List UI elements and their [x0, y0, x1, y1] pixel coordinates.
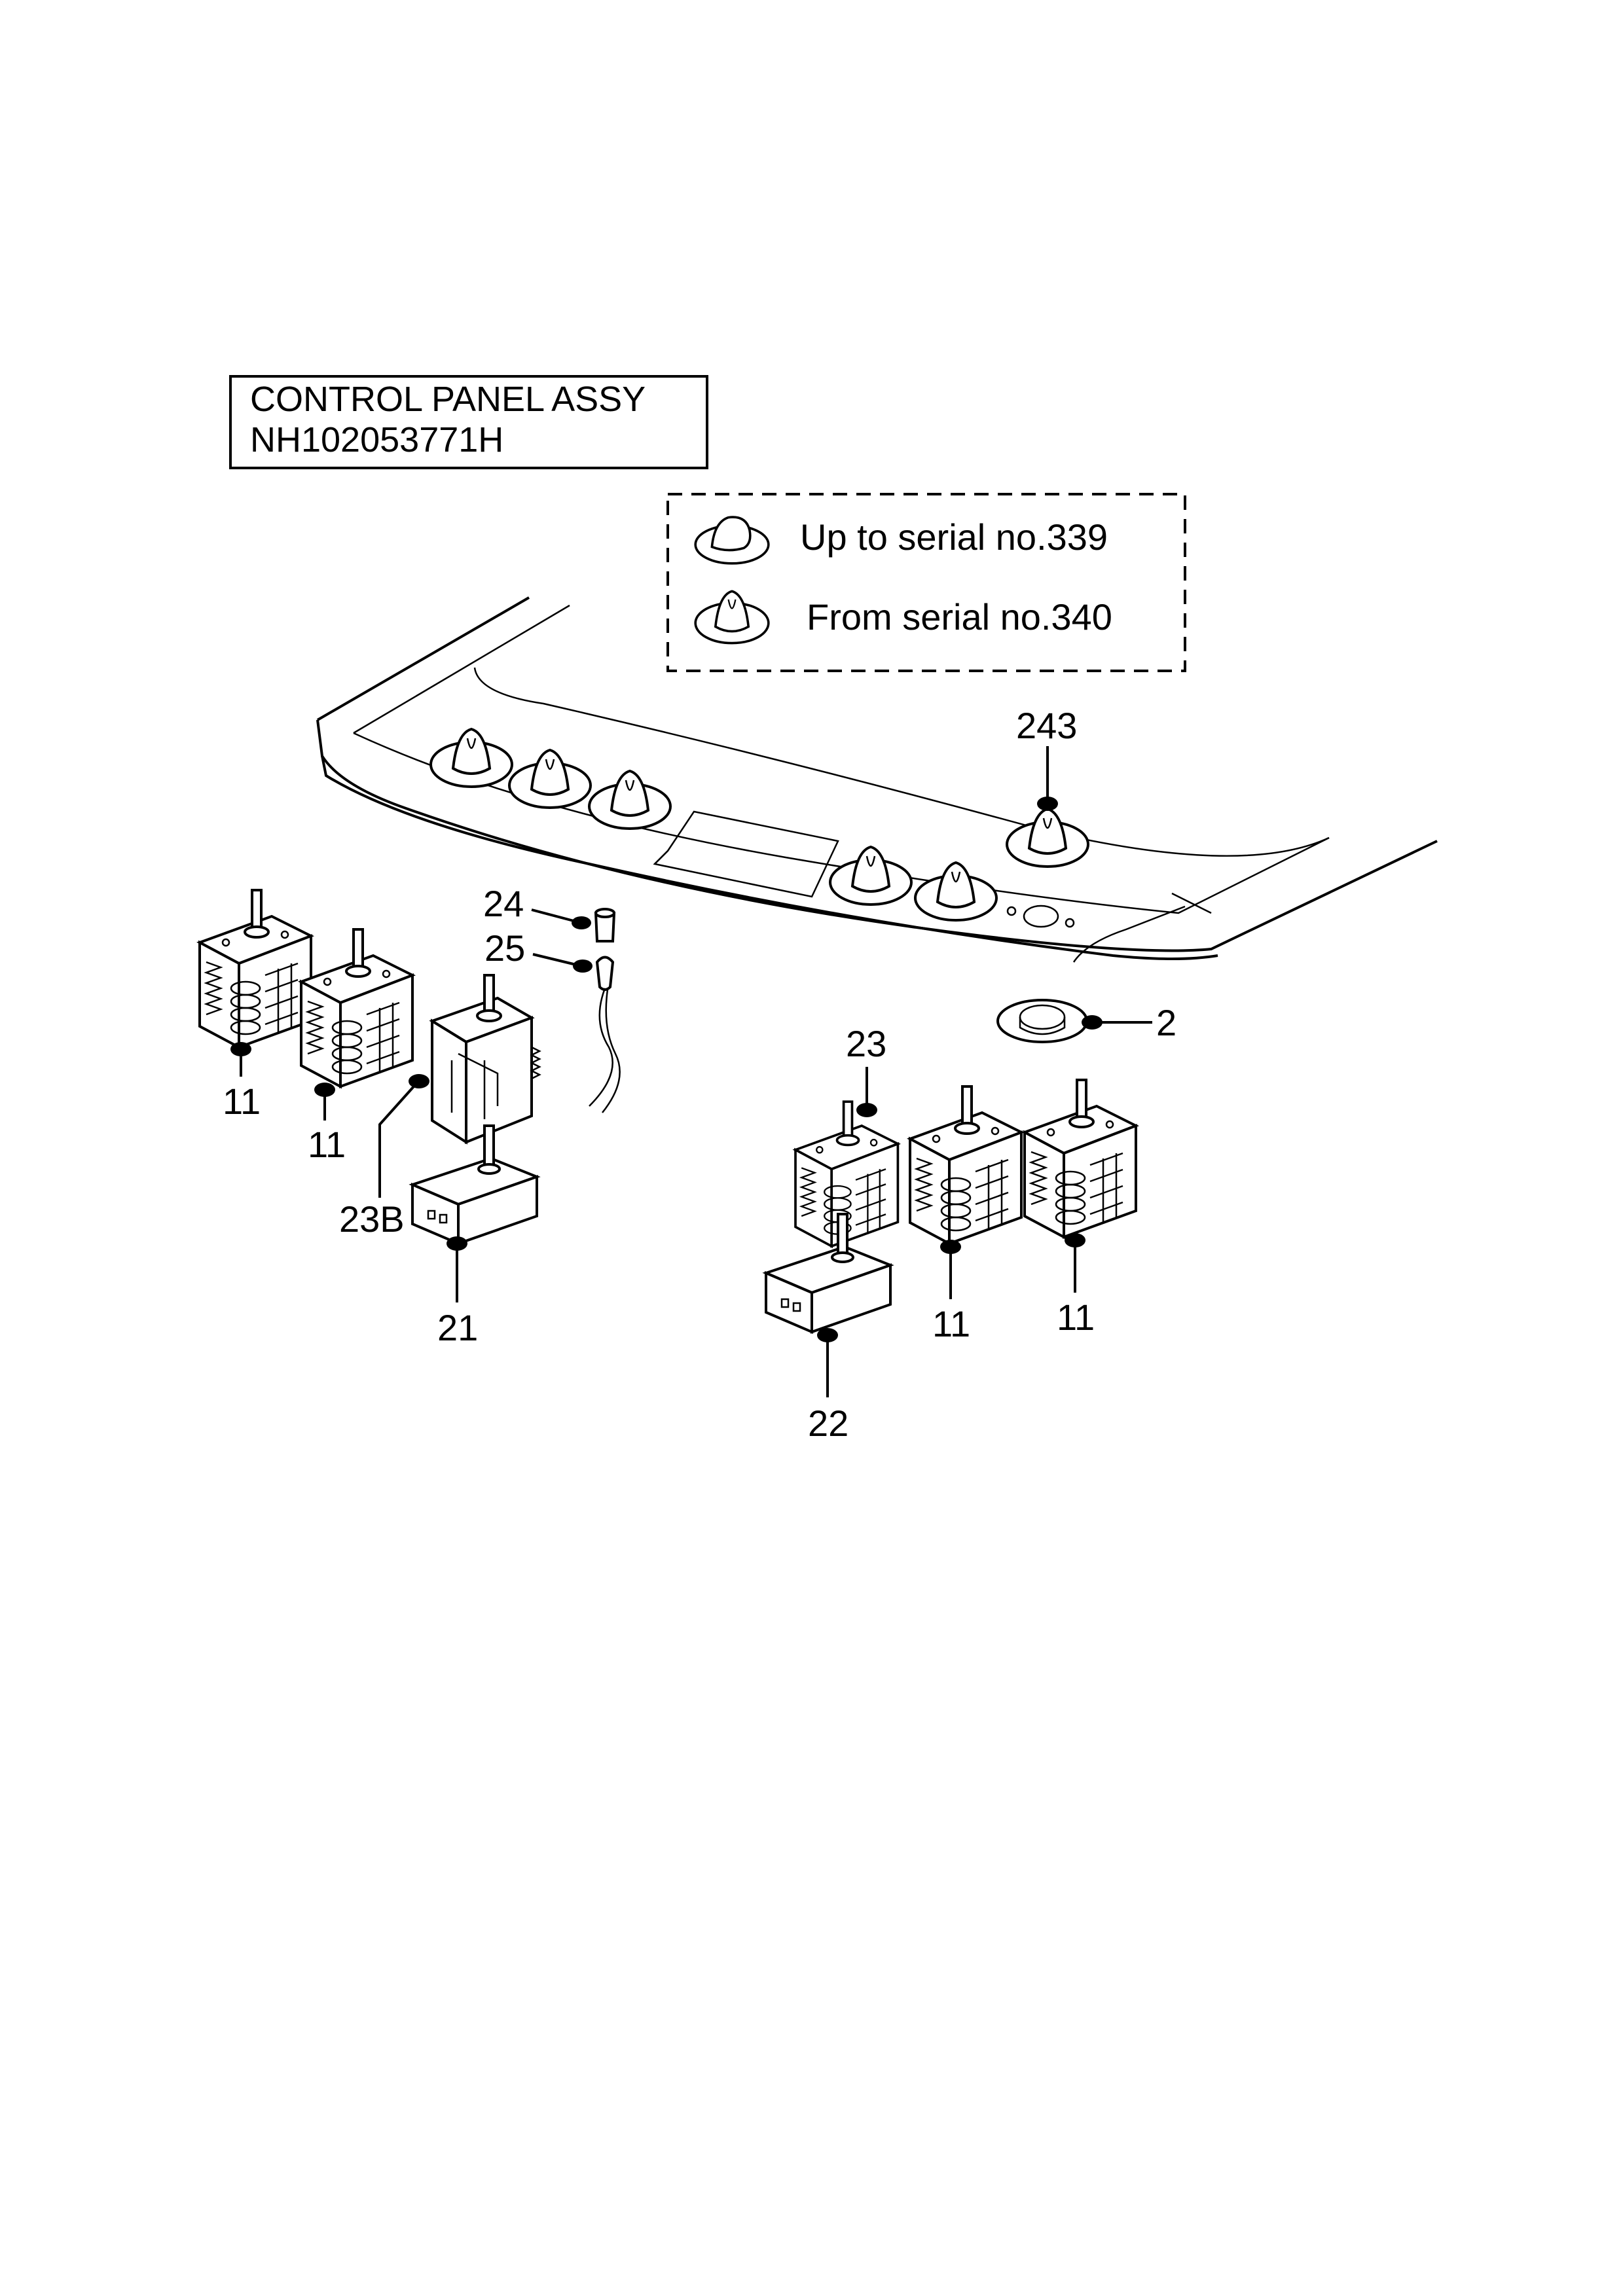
svg-text:25: 25 — [484, 927, 525, 969]
callout-11-right-b: 11 — [1057, 1233, 1095, 1338]
callout-23b: 23B — [339, 1074, 429, 1240]
callout-11-right-a: 11 — [932, 1240, 970, 1344]
part-11-left-a — [198, 889, 312, 1049]
callout-21: 21 — [437, 1236, 478, 1348]
part-25: 25 — [484, 927, 621, 1113]
svg-text:2: 2 — [1156, 1002, 1176, 1043]
svg-text:23B: 23B — [339, 1198, 405, 1240]
callout-23: 23 — [846, 1023, 886, 1117]
title-line-1: CONTROL PANEL ASSY — [250, 380, 646, 419]
legend-item-new: From serial no.340 — [807, 596, 1112, 637]
svg-text:11: 11 — [308, 1124, 346, 1165]
svg-text:23: 23 — [846, 1023, 886, 1064]
callout-243: 243 — [1016, 705, 1077, 811]
part-21-regulator — [411, 1124, 538, 1245]
svg-text:24: 24 — [483, 883, 524, 924]
knob-5 — [914, 861, 998, 922]
svg-text:21: 21 — [437, 1307, 478, 1348]
callout-11-left-a: 11 — [223, 1042, 261, 1122]
part-11-left-b — [300, 928, 414, 1088]
callout-11-left-b: 11 — [308, 1083, 346, 1165]
knob-1 — [429, 728, 513, 788]
part-11-right-b — [1023, 1079, 1137, 1238]
part-2-grommet: 2 — [996, 999, 1176, 1043]
control-panel-fascia — [316, 596, 1438, 963]
svg-text:22: 22 — [808, 1403, 848, 1444]
part-23b-thermostat — [429, 974, 541, 1145]
svg-text:11: 11 — [932, 1303, 970, 1344]
knob-2 — [508, 749, 592, 809]
knob-old-icon — [694, 516, 770, 565]
title-line-2: NH102053771H — [250, 420, 503, 459]
callout-22: 22 — [808, 1328, 848, 1444]
legend-box: Up to serial no.339 From serial no.340 — [666, 493, 1186, 672]
svg-text:243: 243 — [1016, 705, 1077, 746]
legend-item-old: Up to serial no.339 — [800, 516, 1108, 558]
knob-3 — [588, 770, 672, 830]
knob-6 — [1006, 808, 1089, 868]
svg-text:11: 11 — [223, 1081, 261, 1122]
knob-4 — [829, 846, 913, 906]
part-11-right-a — [909, 1085, 1023, 1245]
title-box: CONTROL PANEL ASSY NH102053771H — [229, 375, 708, 469]
svg-text:11: 11 — [1057, 1297, 1095, 1338]
part-24: 24 — [483, 883, 616, 942]
